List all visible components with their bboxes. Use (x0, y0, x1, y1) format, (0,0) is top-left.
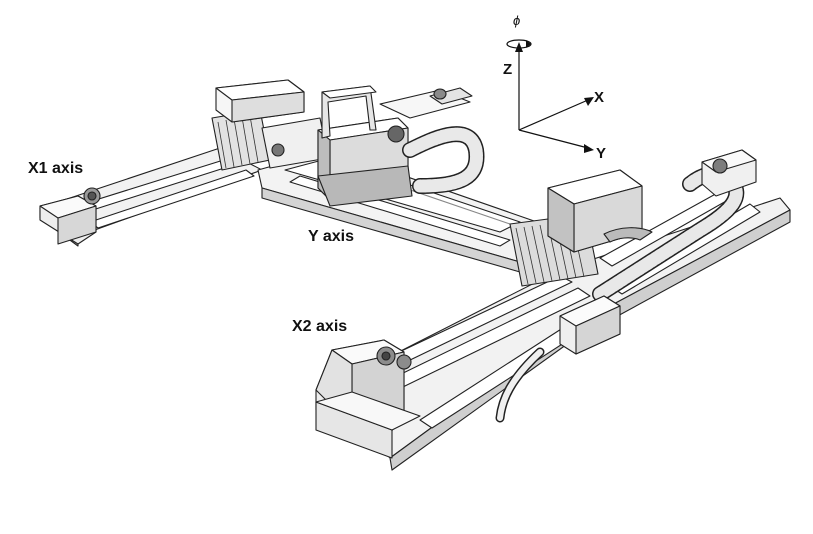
x2-end-block (315, 339, 421, 459)
x-arrow (518, 99, 589, 131)
z-axis-column (317, 85, 413, 207)
z-label: Z (503, 61, 513, 78)
x2-mid-block (559, 295, 621, 355)
x1-end-block (39, 187, 101, 245)
x1-carriage (211, 79, 329, 171)
x2-far-end-block (701, 149, 757, 197)
y-label: Y (596, 145, 607, 162)
coordinate-frame (506, 39, 594, 153)
x-label: X (594, 89, 605, 106)
rotation-label: ϕ (513, 13, 521, 28)
y-axis-label: Y axis (308, 228, 354, 245)
x2-axis-label: X2 axis (292, 318, 348, 335)
rear-rail-guides (379, 87, 473, 119)
y-arrow (518, 129, 589, 149)
y-carriage (509, 169, 653, 287)
x1-axis-label: X1 axis (28, 160, 84, 177)
